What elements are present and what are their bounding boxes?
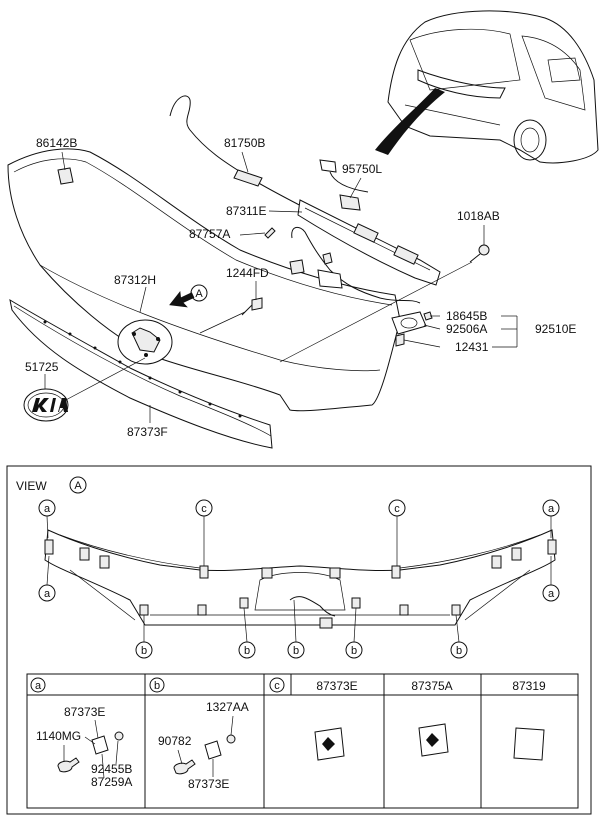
license-lamp-92506A bbox=[391, 311, 433, 347]
kia-emblem-51725 bbox=[23, 388, 69, 422]
panel-rear-view bbox=[44, 529, 557, 629]
table-header-c: c bbox=[274, 680, 280, 692]
callouts-c: c c bbox=[195, 499, 406, 566]
view-title: VIEW bbox=[16, 479, 47, 493]
callout-a-top-right: a bbox=[548, 503, 555, 515]
molding-87373F bbox=[9, 298, 273, 449]
table-col-c-part-1: 87373E bbox=[316, 679, 357, 693]
car-rear-illustration bbox=[375, 10, 599, 164]
callout-a-top-left: a bbox=[44, 503, 51, 515]
label-a-92455B: 92455B bbox=[91, 762, 132, 776]
callout-a-bottom-left: a bbox=[44, 588, 51, 600]
parts-table: a b c 87373E 87375A 87319 87373E 1140MG … bbox=[26, 673, 579, 809]
label-b-87373E: 87373E bbox=[188, 777, 229, 791]
table-cell-c-2 bbox=[418, 723, 449, 757]
label-a-87259A: 87259A bbox=[91, 775, 132, 789]
label-51725: 51725 bbox=[25, 360, 59, 374]
switch-95750L bbox=[319, 159, 369, 211]
callout-b-3: b bbox=[293, 645, 299, 657]
label-92506A: 92506A bbox=[446, 322, 487, 336]
cable-81750B bbox=[169, 95, 306, 209]
label-18645B: 18645B bbox=[446, 309, 487, 323]
label-a-1140MG: 1140MG bbox=[36, 729, 81, 743]
label-86142B: 86142B bbox=[36, 136, 77, 150]
callout-b-5: b bbox=[456, 645, 462, 657]
table-cell-c-3 bbox=[513, 727, 545, 761]
label-12431: 12431 bbox=[455, 340, 489, 354]
leader-lines bbox=[44, 151, 518, 423]
label-1244FD: 1244FD bbox=[226, 266, 269, 280]
label-b-90782: 90782 bbox=[158, 734, 192, 748]
label-87373F: 87373F bbox=[127, 425, 168, 439]
table-col-c-part-3: 87319 bbox=[512, 679, 546, 693]
clip-87757A bbox=[264, 227, 276, 239]
bolt-1018AB bbox=[469, 244, 490, 263]
callout-c-left: c bbox=[201, 503, 207, 515]
table-header-a: a bbox=[35, 680, 42, 692]
callouts-a: a a a a bbox=[38, 499, 560, 602]
view-marker: A bbox=[74, 480, 82, 492]
table-header-b: b bbox=[154, 680, 160, 692]
pad-86142B bbox=[57, 167, 74, 185]
label-87311E: 87311E bbox=[226, 204, 266, 218]
label-92510E: 92510E bbox=[535, 322, 576, 336]
wiring-harness bbox=[289, 226, 421, 304]
view-a-arrow: A bbox=[169, 284, 208, 308]
garnish-panel-87312H bbox=[7, 148, 401, 412]
label-b-1327AA: 1327AA bbox=[206, 700, 249, 714]
callout-b-4: b bbox=[351, 645, 357, 657]
callout-c-right: c bbox=[394, 503, 400, 515]
callouts-b: b b b b b bbox=[135, 599, 468, 659]
label-95750L: 95750L bbox=[342, 162, 382, 176]
label-a-87373E: 87373E bbox=[64, 705, 105, 719]
callout-b-2: b bbox=[244, 645, 250, 657]
label-1018AB: 1018AB bbox=[457, 209, 500, 223]
table-cell-b: 1327AA 90782 87373E bbox=[158, 700, 249, 791]
table-cell-c-1 bbox=[314, 727, 345, 761]
exploded-view: A 86142B 81750B 95750 bbox=[7, 10, 599, 449]
table-col-c-part-2: 87375A bbox=[411, 679, 452, 693]
handle-87311E bbox=[297, 199, 441, 286]
view-marker-top: A bbox=[195, 288, 203, 300]
view-a-panel: VIEW A bbox=[6, 465, 592, 815]
label-87312H: 87312H bbox=[114, 273, 156, 287]
label-81750B: 81750B bbox=[224, 136, 265, 150]
table-cell-a: 87373E 1140MG 92455B 87259A bbox=[36, 705, 132, 789]
callout-a-bottom-right: a bbox=[548, 588, 555, 600]
screw-1244FD bbox=[241, 297, 263, 316]
callout-b-1: b bbox=[141, 645, 147, 657]
label-87757A: 87757A bbox=[189, 227, 230, 241]
